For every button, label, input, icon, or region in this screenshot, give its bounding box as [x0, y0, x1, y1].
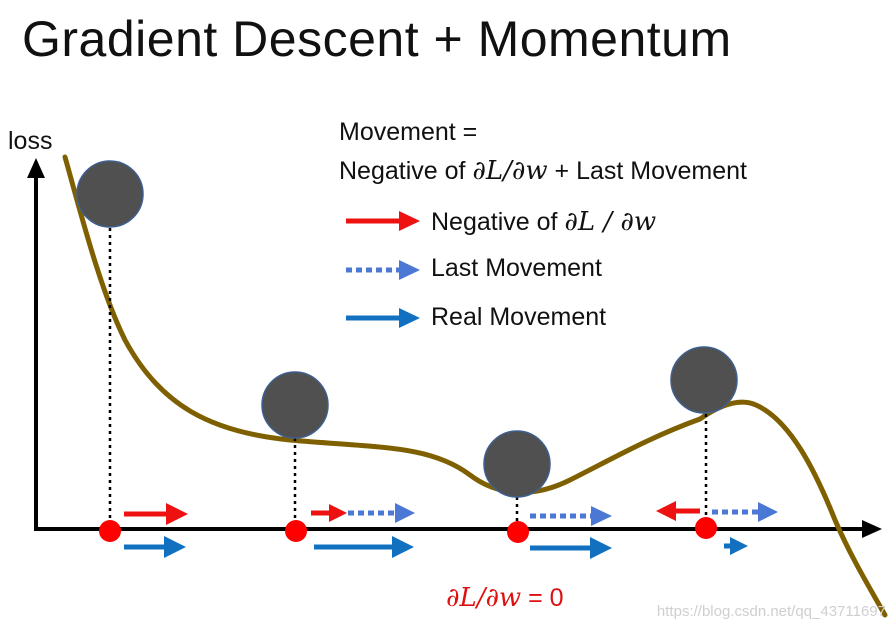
position-point-2 [285, 520, 307, 542]
ball-3 [483, 430, 551, 498]
ball-2 [261, 371, 329, 439]
position-point-3 [507, 521, 529, 543]
legend-math-negative-gradient: ∂L / ∂w [564, 207, 656, 237]
formula-line-2: Negative of ∂L/∂w + Last Movement [339, 156, 747, 186]
slide-title: Gradient Descent + Momentum [22, 11, 732, 67]
zero-gradient-suffix: = 0 [521, 584, 563, 612]
last-movement-arrow-2 [348, 503, 415, 523]
real-movement-arrow-2 [314, 536, 414, 558]
svg-text:Negative of ∂L / ∂w: Negative of ∂L / ∂w [431, 207, 656, 237]
formula-line-1: Movement = [339, 118, 477, 146]
zero-gradient-label: ∂L/∂w = 0 [446, 583, 564, 613]
real-movement-arrow-4 [724, 537, 748, 555]
position-point-1 [99, 520, 121, 542]
ball-4 [670, 346, 738, 414]
last-movement-arrow-3 [530, 506, 612, 526]
watermark: https://blog.csdn.net/qq_43711697 [657, 603, 886, 620]
x-axis-arrowhead [862, 520, 882, 538]
position-point-4 [695, 517, 717, 539]
formula-line-2-suffix: + Last Movement [548, 157, 747, 185]
legend-item-last-movement: Last Movement [346, 254, 602, 282]
negative-gradient-arrow-2 [311, 504, 347, 522]
legend: Negative of ∂L / ∂w Last Movement Real M… [346, 207, 656, 331]
legend-label-negative-gradient: Negative of [431, 208, 564, 236]
legend-item-real-movement: Real Movement [346, 303, 606, 331]
zero-gradient-math: ∂L/∂w [446, 583, 521, 613]
formula-line-2-prefix: Negative of [339, 157, 472, 185]
formula-line-2-math: ∂L/∂w [472, 156, 547, 186]
legend-label-real-movement: Real Movement [431, 303, 606, 331]
real-movement-arrow-3 [530, 537, 612, 559]
y-axis-label: loss [8, 127, 52, 155]
negative-gradient-arrow-1 [124, 503, 188, 525]
y-axis-arrowhead [27, 158, 45, 178]
ball-1 [76, 160, 144, 228]
negative-gradient-arrow-4 [656, 501, 700, 521]
real-movement-arrow-1 [124, 536, 186, 558]
last-movement-arrow-4 [712, 502, 778, 522]
legend-item-negative-gradient: Negative of ∂L / ∂w [346, 207, 656, 237]
legend-label-last-movement: Last Movement [431, 254, 602, 282]
